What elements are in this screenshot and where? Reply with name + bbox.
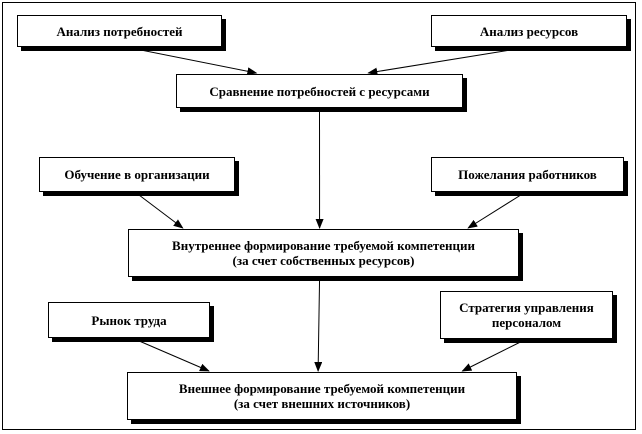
external-formation-box: Внешнее формирование требуемой компетенц…: [127, 372, 517, 420]
needs-analysis-box: Анализ потребностей: [17, 15, 222, 47]
arrow-internal-formation-to-external-formation: [314, 276, 323, 372]
resources-analysis-box: Анализ ресурсов: [431, 15, 627, 47]
external-formation-line2: (за счет внешних источников): [233, 396, 411, 411]
hr-strategy-line2: персоналом: [491, 315, 562, 330]
arrow-employee-wishes-to-internal-formation: [467, 191, 526, 229]
labor-market-box: Рынок труда: [48, 302, 210, 338]
arrow-resources-analysis-to-comparison: [367, 46, 530, 76]
org-training-box: Обучение в организации: [39, 157, 235, 192]
external-formation-line1: Внешнее формирование требуемой компетенц…: [178, 381, 466, 396]
arrow-hr-strategy-to-external-formation: [461, 338, 527, 372]
diagram-frame: [2, 2, 636, 430]
internal-formation-line2: (за счет собственных ресурсов): [232, 253, 415, 268]
comparison-box: Сравнение потребностей с ресурсами: [176, 74, 463, 108]
hr-strategy-line1: Стратегия управления: [459, 300, 594, 315]
internal-formation-line1: Внутреннее формирование требуемой компет…: [172, 238, 475, 253]
arrow-org-training-to-internal-formation: [134, 191, 184, 229]
internal-formation-box: Внутреннее формирование требуемой компет…: [128, 229, 519, 277]
comparison-label: Сравнение потребностей с ресурсами: [209, 83, 430, 99]
arrow-labor-market-to-external-formation: [132, 337, 210, 372]
employee-wishes-box: Пожелания работников: [431, 157, 624, 192]
labor-market-label: Рынок труда: [91, 312, 167, 328]
resources-analysis-label: Анализ ресурсов: [479, 23, 579, 39]
hr-strategy-box: Стратегия управления персоналом: [440, 291, 613, 339]
org-training-label: Обучение в организации: [64, 167, 210, 182]
needs-analysis-label: Анализ потребностей: [56, 23, 183, 39]
arrow-needs-analysis-to-comparison: [125, 46, 258, 76]
employee-wishes-label: Пожелания работников: [458, 167, 597, 182]
